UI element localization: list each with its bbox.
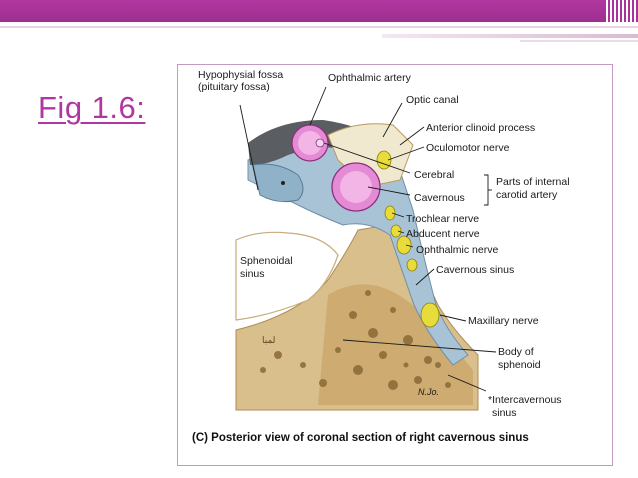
label-optic-canal: Optic canal xyxy=(406,94,459,106)
label-anterior-clinoid: Anterior clinoid process xyxy=(426,122,535,134)
pituitary-gland xyxy=(252,163,304,203)
label-ophthalmic-artery: Ophthalmic artery xyxy=(328,72,412,84)
label-body-of: Body of xyxy=(498,346,534,358)
label-sinus: sinus xyxy=(240,268,265,280)
ophthalmic-artery-lumen xyxy=(298,131,322,155)
label-parts-of-internal: Parts of internal xyxy=(496,176,570,188)
cerebral-carotid xyxy=(315,138,325,148)
label-maxillary: Maxillary nerve xyxy=(468,315,539,327)
leader-lines xyxy=(239,86,497,392)
label-sphenoid: sphenoid xyxy=(498,359,541,371)
nerve-bundles xyxy=(376,150,440,328)
label-carotid-artery: carotid artery xyxy=(496,189,558,201)
top-banner xyxy=(0,0,638,22)
header-accent-line xyxy=(520,40,638,42)
bone-texture xyxy=(260,290,451,390)
label-cavernous-sinus: Cavernous sinus xyxy=(436,264,514,276)
label-cerebral: Cerebral xyxy=(414,169,454,181)
header-accent xyxy=(382,34,638,38)
label-ophthalmic-nerve: Ophthalmic nerve xyxy=(416,244,498,256)
arabic-mark: لمبا xyxy=(262,335,275,345)
anatomy-figure: Hypophysial fossa (pituitary fossa) Opht… xyxy=(177,64,613,466)
figure-caption: (C) Posterior view of coronal section of… xyxy=(192,432,529,444)
banner-stripes xyxy=(606,0,638,22)
header-rule xyxy=(0,26,638,28)
label-pituitary-fossa: (pituitary fossa) xyxy=(198,81,270,93)
label-abducent: Abducent nerve xyxy=(406,228,480,240)
figure-heading: Fig 1.6: xyxy=(38,90,146,125)
label-hypophysial-fossa: Hypophysial fossa xyxy=(198,69,283,81)
label-sphenoidal: Sphenoidal xyxy=(240,255,293,267)
illustrator-signature: N.Jo. xyxy=(418,387,439,397)
label-oculomotor: Oculomotor nerve xyxy=(426,142,510,154)
cavernous-sinus-diagram: Hypophysial fossa (pituitary fossa) Opht… xyxy=(178,65,612,465)
label-cavernous: Cavernous xyxy=(414,192,465,204)
sphenoidal-sinus-cavity xyxy=(235,231,339,321)
pituitary-dot xyxy=(281,181,285,185)
label-trochlear: Trochlear nerve xyxy=(406,213,479,225)
label-intercavernous-sinus: sinus xyxy=(492,407,517,419)
label-intercavernous: *Intercavernous xyxy=(488,394,562,406)
cavernous-carotid-lumen xyxy=(340,171,372,203)
